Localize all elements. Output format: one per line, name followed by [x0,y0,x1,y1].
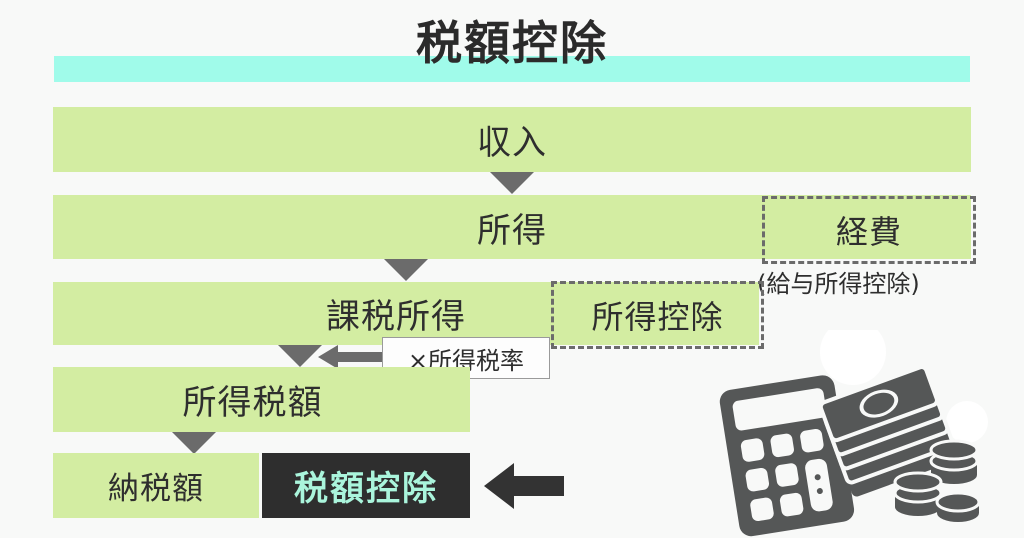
page-title: 税額控除 [416,16,608,70]
flow-bar-shotoku-label: 所得 [477,210,547,251]
triangle-down-icon [384,259,428,281]
arrow-left-bold-icon [484,463,564,509]
deduction-box-income-deduction-label: 所得控除 [591,298,724,336]
highlight-chip-tax-credit: 税額控除 [262,453,470,518]
flow-bar-taxable-income: 課税所得 [53,282,759,345]
flow-bar-income-label: 収入 [477,123,547,163]
triangle-down-icon [278,345,322,367]
deduction-box-income-deduction: 所得控除 [551,281,764,349]
flow-bar-income-tax-label: 所得税額 [182,383,323,423]
highlight-chip-tax-credit-label: 税額控除 [294,469,438,509]
deduction-expenses-note: (給与所得控除) [757,270,920,298]
arrow-left-icon [318,345,384,369]
flow-bar-income: 収入 [53,107,971,172]
flow-bar-tax-payment: 納税額 [53,453,259,518]
deduction-box-expenses-label: 経費 [835,213,902,251]
title-highlight-bar [54,56,970,82]
deduction-box-expenses: 経費 [762,196,976,264]
flow-bar-income-tax: 所得税額 [53,367,470,432]
flow-bar-shotoku: 所得 [53,195,971,259]
calculator-cash-coins-illustration [719,330,988,537]
triangle-down-icon [172,432,216,454]
triangle-down-icon [490,172,534,194]
flow-bar-taxable-income-label: 課税所得 [326,297,466,337]
flow-bar-tax-payment-label: 納税額 [108,471,204,507]
